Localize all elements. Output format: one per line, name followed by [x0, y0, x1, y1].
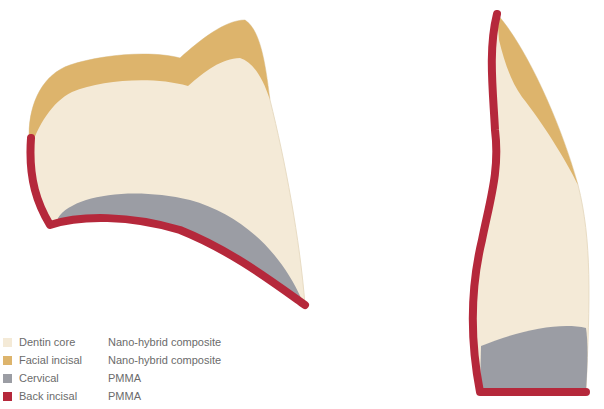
facial-incisal	[497, 14, 578, 185]
dentin-core	[29, 20, 305, 305]
legend-text: Dentin core	[19, 336, 75, 349]
cervical	[480, 326, 588, 390]
legend-swatch	[3, 392, 12, 401]
back-incisal	[30, 138, 305, 305]
dentin-core	[473, 14, 589, 392]
facial-incisal	[29, 20, 270, 150]
legend-text: Cervical	[19, 372, 59, 385]
legend-swatch	[3, 338, 12, 347]
material-label: PMMA	[108, 372, 141, 385]
legend-text: Facial incisal	[19, 354, 82, 367]
material-label: Nano-hybrid composite	[108, 354, 221, 367]
legend-swatch	[3, 356, 12, 365]
legend-text: Back incisal	[19, 390, 77, 403]
cervical	[58, 194, 302, 300]
material-label: PMMA	[108, 390, 141, 403]
material-label: Nano-hybrid composite	[108, 336, 221, 349]
back-incisal	[473, 14, 586, 392]
legend-swatch	[3, 374, 12, 383]
